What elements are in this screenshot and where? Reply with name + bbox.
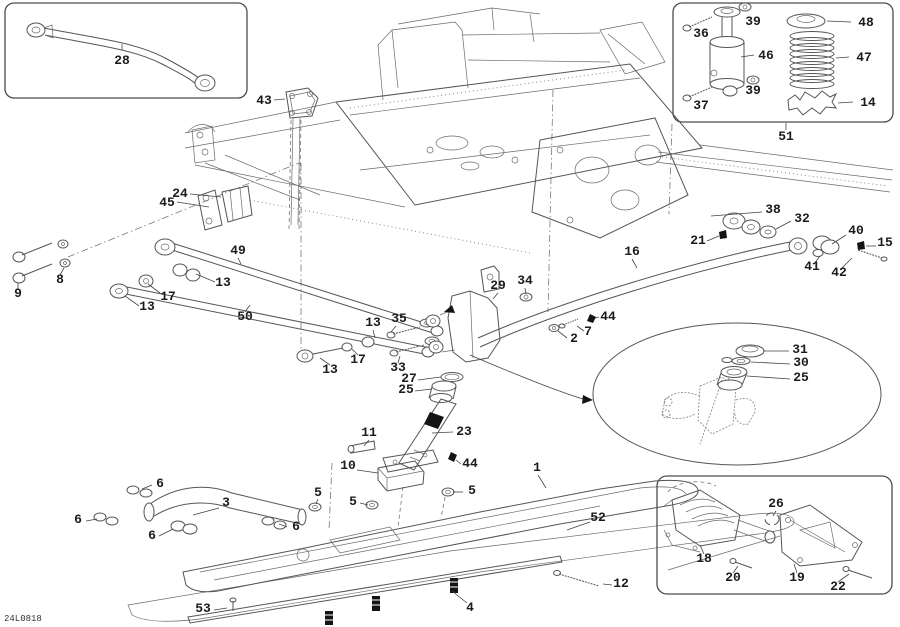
part-callout-48: 48: [858, 15, 874, 30]
part-callout-5: 5: [314, 485, 322, 500]
part-callout-29: 29: [490, 278, 506, 293]
part-callout-52: 52: [590, 510, 606, 525]
part-callout-17: 17: [160, 289, 176, 304]
construction-lines: [67, 89, 673, 531]
part-callout-42: 42: [831, 265, 847, 280]
part-callout-6: 6: [292, 519, 300, 534]
part-callout-21: 21: [690, 233, 706, 248]
part-callout-26: 26: [768, 496, 784, 511]
steering-rod-inset: [4, 2, 248, 99]
part-callout-33: 33: [390, 360, 406, 375]
part-callout-16: 16: [624, 244, 640, 259]
part-callout-19: 19: [789, 570, 805, 585]
document-code: 24L0818: [4, 614, 42, 624]
part-callout-17: 17: [350, 352, 366, 367]
steering-clevis-bracket-24-45: [197, 185, 253, 231]
part-callout-46: 46: [758, 48, 774, 63]
part-callout-35: 35: [391, 311, 407, 326]
part-callout-39: 39: [745, 83, 761, 98]
ski-leg-inset: [656, 475, 893, 595]
part-callout-12: 12: [613, 576, 629, 591]
part-callout-34: 34: [517, 273, 533, 288]
part-callout-50: 50: [237, 309, 253, 324]
steering-support-bracket-43: [285, 87, 319, 119]
part-callout-41: 41: [804, 259, 820, 274]
part-callout-51: 51: [778, 129, 794, 144]
part-callout-5: 5: [349, 494, 357, 509]
part-callout-27: 27: [401, 371, 417, 386]
part-callout-44: 44: [462, 456, 478, 471]
spring-adjuster-cam-14: [787, 90, 838, 116]
part-callout-13: 13: [139, 299, 155, 314]
ski-studs: [325, 578, 458, 625]
part-callout-23: 23: [456, 424, 472, 439]
part-callout-47: 47: [856, 50, 872, 65]
shock-and-spring-inset: [672, 2, 894, 123]
part-callout-10: 10: [340, 458, 356, 473]
part-callout-14: 14: [860, 95, 876, 110]
part-callout-25: 25: [398, 382, 414, 397]
leaf-spring-16: [477, 212, 888, 348]
part-callout-39: 39: [745, 14, 761, 29]
part-callout-7: 7: [584, 324, 592, 339]
coil-spring-47: [789, 31, 835, 89]
part-callout-1: 1: [533, 460, 541, 475]
part-callout-2: 2: [570, 331, 578, 346]
part-callout-6: 6: [74, 512, 82, 527]
part-callout-45: 45: [159, 195, 175, 210]
part-callout-13: 13: [322, 362, 338, 377]
part-callout-25: 25: [793, 370, 809, 385]
part-callout-13: 13: [365, 315, 381, 330]
part-callout-13: 13: [215, 275, 231, 290]
part-callout-3: 3: [222, 495, 230, 510]
part-callout-28: 28: [114, 53, 130, 68]
part-callout-36: 36: [693, 26, 709, 41]
part-callout-6: 6: [156, 476, 164, 491]
part-callout-31: 31: [792, 342, 808, 357]
part-callout-9: 9: [14, 286, 22, 301]
part-callout-37: 37: [693, 98, 709, 113]
part-callout-4: 4: [466, 600, 474, 615]
callout-leader-lines: [17, 20, 876, 611]
part-callout-32: 32: [794, 211, 810, 226]
part-callout-53: 53: [195, 601, 211, 616]
part-callout-49: 49: [230, 243, 246, 258]
part-callout-24: 24: [172, 186, 188, 201]
part-callout-44: 44: [600, 309, 616, 324]
part-callout-8: 8: [56, 272, 64, 287]
part-callout-30: 30: [793, 355, 809, 370]
part-callout-6: 6: [148, 528, 156, 543]
spindle-strut-assembly: [347, 265, 596, 492]
bolts-9-8: [12, 239, 71, 284]
spindle-detail-ellipse: [469, 322, 882, 466]
part-callout-20: 20: [725, 570, 741, 585]
part-callout-18: 18: [696, 551, 712, 566]
part-callout-22: 22: [830, 579, 846, 594]
part-callout-40: 40: [848, 223, 864, 238]
chassis-frame: [184, 7, 894, 239]
part-callout-15: 15: [877, 235, 893, 250]
part-callout-5: 5: [468, 483, 476, 498]
part-callout-38: 38: [765, 202, 781, 217]
part-callout-43: 43: [256, 93, 272, 108]
part-callout-11: 11: [361, 425, 377, 440]
